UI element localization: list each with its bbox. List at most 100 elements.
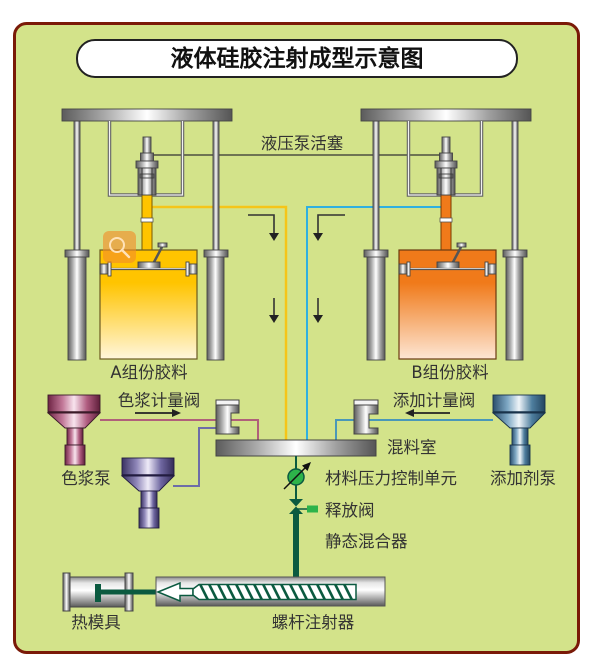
screw-flight — [279, 584, 291, 600]
pump-base — [138, 507, 160, 529]
color-paste-line — [100, 419, 259, 440]
pump-hopper — [121, 457, 175, 477]
guide-rod — [372, 120, 380, 252]
guide-rod — [511, 120, 519, 252]
component-a-feed-line — [152, 205, 288, 440]
component-a-station — [61, 108, 233, 361]
support-cylinder-cap — [502, 249, 528, 258]
nozzle-line — [100, 589, 156, 595]
crossbar-bolt — [398, 263, 408, 275]
pressure-control-unit-label: 材料压力控制单元 — [325, 469, 457, 488]
screw-injector — [155, 576, 386, 607]
hydraulic-piston-a — [135, 136, 159, 196]
pump-funnel — [120, 475, 176, 492]
additive-line — [335, 419, 493, 440]
release-valve-label: 释放阀 — [325, 501, 375, 520]
valve-cap — [353, 399, 379, 406]
screw-flight — [252, 584, 264, 600]
screw-flight — [324, 584, 336, 600]
drum-lever — [151, 246, 164, 265]
support-cylinder — [505, 254, 524, 361]
hydraulic-piston-b — [434, 136, 458, 196]
arrow-right-icon — [135, 409, 181, 417]
piston-flange — [135, 160, 159, 169]
screw-flight — [288, 584, 300, 600]
additive-metering-valve-label: 添加计量阀 — [393, 391, 476, 410]
color-paste-pump-label: 色浆泵 — [61, 469, 111, 488]
hot-mold-label: 热模具 — [71, 613, 121, 632]
piston-rod — [142, 136, 152, 155]
crossbar-bolt-cap — [406, 261, 411, 277]
screw-flight — [234, 584, 246, 600]
drum-lever — [450, 246, 463, 265]
valve-cap — [215, 399, 240, 406]
screw-flight — [261, 584, 273, 600]
piston-collar — [140, 152, 154, 162]
piston-ring — [139, 173, 155, 179]
screw-flight — [306, 584, 318, 600]
release-valve — [289, 499, 318, 514]
support-cylinder — [206, 254, 225, 361]
purple-pump — [120, 457, 176, 529]
adjust-arrow-icon — [283, 462, 311, 490]
crossbar-bolt-cap — [185, 261, 190, 277]
pump-base — [64, 444, 86, 466]
mixing-chamber — [215, 439, 377, 457]
piston-flange — [434, 160, 458, 169]
color-metering-valve — [215, 399, 240, 435]
support-cylinder-cap — [363, 249, 389, 258]
pump-neck — [66, 427, 84, 446]
crossbar-bolt-cap — [484, 261, 489, 277]
screw-outline — [192, 583, 357, 601]
drum-lever-cap — [157, 242, 168, 248]
pump-funnel — [491, 412, 547, 429]
screw-flight — [225, 584, 237, 600]
additive-pump — [491, 394, 547, 466]
pump-hopper — [492, 394, 546, 414]
crossbar-bolt — [487, 263, 497, 275]
support-cylinder — [67, 254, 87, 361]
pump-funnel — [46, 412, 102, 429]
component-b-station — [360, 108, 532, 361]
valve-triangle-top — [289, 499, 303, 507]
component-a-pipe — [141, 194, 153, 252]
frame-border — [13, 22, 580, 654]
page-title: 液体硅胶注射成型示意图 — [171, 45, 424, 72]
screw-flight — [297, 584, 309, 600]
arrow-down-icon — [313, 214, 345, 241]
crossbar-bolt — [188, 263, 198, 275]
color-metering-valve-label: 色浆计量阀 — [118, 391, 201, 410]
piston-body — [137, 167, 157, 196]
support-cylinder-cap — [203, 249, 229, 258]
screw-flights — [198, 584, 354, 600]
mold-flange — [62, 572, 71, 612]
valve-body — [353, 403, 379, 435]
guide-rod — [212, 120, 220, 252]
pump-neck — [511, 427, 529, 446]
screw-flight — [270, 584, 282, 600]
screw-flight — [207, 584, 219, 600]
screw-flight — [243, 584, 255, 600]
crossbar-bolt-cap — [107, 261, 112, 277]
pipe-ring — [439, 217, 453, 223]
pipe-ring — [140, 217, 154, 223]
arrow-down-icon — [269, 298, 279, 323]
search-button-bg[interactable] — [103, 231, 136, 263]
top-crossbar — [61, 108, 233, 122]
valve-body — [215, 403, 240, 435]
search-button[interactable] — [103, 231, 136, 263]
top-crossbar — [360, 108, 532, 122]
title-box-shape — [76, 39, 518, 78]
component-b-feed-line — [306, 206, 441, 440]
valve-triangle-bottom — [289, 506, 303, 514]
purple-pump-line — [173, 427, 216, 487]
screw-flight — [315, 584, 327, 600]
color-paste-pump — [46, 394, 102, 466]
piston-body — [436, 167, 456, 196]
screw-injector-label: 螺杆注射器 — [272, 613, 355, 632]
search-icon — [109, 237, 131, 259]
arrow-down-icon — [248, 214, 279, 241]
piston-ring — [438, 173, 454, 179]
drum-lever-cap — [456, 242, 467, 248]
